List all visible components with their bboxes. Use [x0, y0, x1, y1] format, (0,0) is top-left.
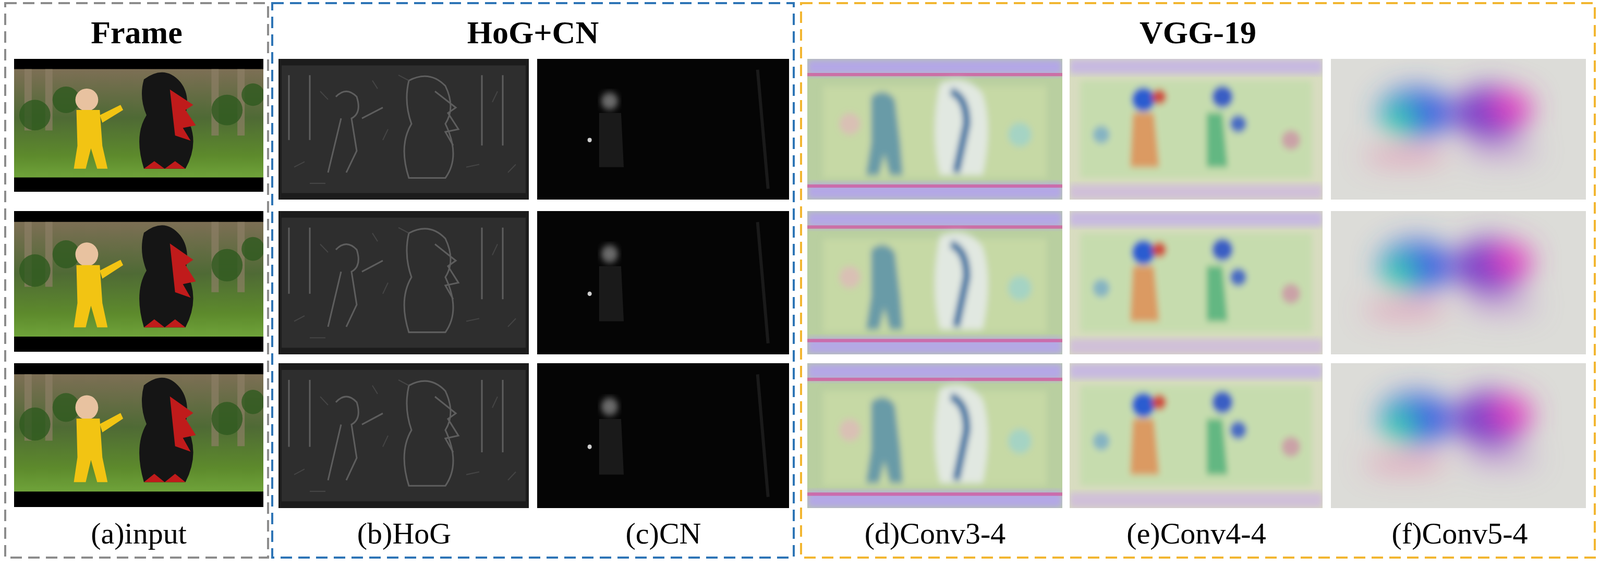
group-box: Frame [4, 2, 270, 560]
group-heading: Frame [4, 14, 270, 51]
group-heading: VGG-19 [800, 14, 1596, 51]
group-box: VGG-19 [800, 2, 1596, 560]
panel-label: (d)Conv3-4 [864, 517, 1006, 551]
dashed-border [271, 2, 795, 560]
dashed-border [800, 2, 1596, 560]
panel-label: (c)CN [625, 517, 702, 551]
panel-label: (b)HoG [357, 517, 452, 551]
panel-label: (e)Conv4-4 [1126, 517, 1266, 551]
dashed-border [4, 2, 270, 560]
panel-label: (a)input [90, 517, 187, 551]
group-box: HoG+CN [271, 2, 795, 560]
group-heading: HoG+CN [271, 14, 795, 51]
panel-label: (f)Conv5-4 [1391, 517, 1529, 551]
